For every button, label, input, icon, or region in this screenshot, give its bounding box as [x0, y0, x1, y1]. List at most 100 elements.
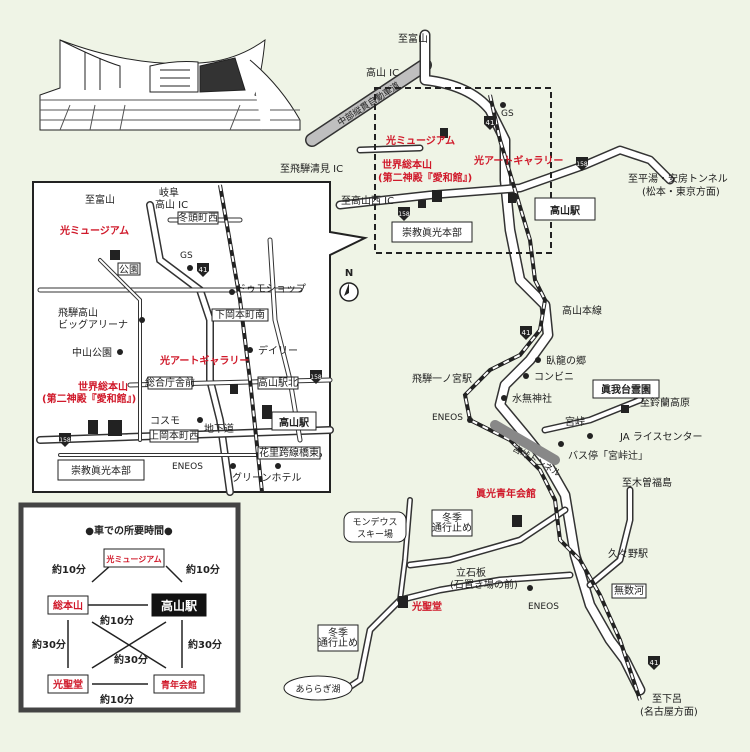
koseido-marker [398, 596, 408, 608]
inset-honbu-marker [88, 420, 98, 434]
route-41-shield: 41 [520, 326, 532, 340]
travel-time-panel: ●車での所要時間● 光ミュージアム 総本山 高山駅 光聖堂 青年会 [18, 502, 241, 713]
garyu-label: 臥龍の郷 [546, 354, 586, 367]
bus-stop-label: バス停「宮峠辻」 [568, 449, 648, 462]
inset-cosmo: コスモ [150, 416, 180, 427]
hida-ichinomiya-label: 飛騨一ノ宮駅 [412, 372, 472, 385]
takayama-station-marker [508, 193, 516, 203]
svg-text:高山駅: 高山駅 [279, 416, 310, 429]
route-158-shield: 158 [576, 157, 588, 171]
winter-closed-box-1: 冬季 通行止め [431, 509, 473, 537]
inset-sohonzan-marker [108, 420, 122, 436]
miyatoge-label: 宮峠 [565, 415, 585, 428]
svg-text:崇教眞光本部: 崇教眞光本部 [71, 464, 131, 477]
inset-eki-kita-box: 高山駅北 [257, 376, 299, 390]
miyatoge-tunnel [490, 420, 560, 465]
time-station-seinen: 約30分 [188, 638, 222, 651]
svg-text:通行止め: 通行止め [432, 521, 472, 534]
svg-text:総本山: 総本山 [53, 599, 83, 612]
inset-sogo-box: 総合庁舎前 [145, 376, 195, 390]
svg-text:冬季: 冬季 [328, 626, 348, 639]
ja-rice-label: JA ライスセンター [619, 431, 703, 443]
time-museum-station: 約10分 [186, 563, 220, 576]
route-41-road [419, 29, 646, 696]
svg-text:158: 158 [59, 437, 71, 444]
garyu-dot [535, 357, 541, 363]
koseido-label: 光聖堂 [411, 600, 442, 613]
tateishi-label: 立石板 [456, 566, 486, 579]
node-koseido: 光聖堂 [47, 674, 89, 694]
to-toyama-label: 至富山 [398, 32, 428, 45]
inset-gallery-label: 光アートギャラリー [159, 354, 249, 367]
inset-daily-dot [247, 347, 253, 353]
inset-fuyuto-box: 冬頭町西 [177, 211, 219, 225]
inset-to-toyama: 至富山 [85, 193, 115, 206]
inset-gallery-marker [230, 384, 238, 394]
travel-arrows [67, 565, 183, 685]
winter-closed-box-2: 冬季 通行止め [317, 624, 359, 652]
svg-text:冬頭町西: 冬頭町西 [178, 211, 218, 224]
eneos2-label: ENEOS [528, 602, 559, 612]
kisofukushima-label: 至木曽福島 [622, 476, 672, 489]
svg-text:公園: 公園 [119, 264, 139, 276]
hikari-museum-marker [440, 128, 448, 138]
hikari-museum-label: 光ミュージアム [385, 134, 455, 147]
svg-text:41: 41 [486, 119, 495, 127]
sohonzan-marker [432, 190, 442, 202]
inset-kamiokamoto-box: 上岡本町西 [149, 429, 199, 443]
sukyo-honbu-label: 崇教眞光本部 [402, 226, 462, 239]
araragi-box: あららぎ湖 [283, 675, 353, 701]
expressway-road [305, 58, 432, 147]
inset-arena-2: ビッグアリーナ [58, 318, 128, 331]
shingadai-label: 眞我台霊園 [601, 383, 651, 396]
suzuran-label: 至鈴蘭高原 [640, 396, 690, 409]
mukaku-box: 無数河 [611, 583, 647, 599]
route-158-shield: 158 [398, 207, 410, 221]
inset-gs-label: GS [180, 251, 193, 261]
to-hirayu-label: 至平湯・安房トンネル [628, 172, 728, 185]
inset-domo-dot [229, 289, 235, 295]
time-cross: 約30分 [114, 653, 148, 666]
svg-text:花里跨線橋東: 花里跨線橋東 [259, 446, 319, 459]
takayama-nishi-label: 至高山西 IC [341, 194, 394, 207]
convenience-label: コンビニ [534, 371, 574, 383]
svg-text:通行止め: 通行止め [318, 636, 358, 649]
inset-eneos: ENEOS [172, 462, 203, 472]
to-gero-label: 至下呂 [652, 693, 682, 705]
inset-route-158-shield: 158 [310, 370, 322, 384]
route-41-shield: 41 [648, 656, 660, 670]
inset-domo-label: ドゥモショップ [236, 283, 306, 295]
gs-dot [500, 102, 506, 108]
inset-park-dot [117, 349, 123, 355]
sekai-sub-label: (第二神殿『愛和館』) [378, 171, 472, 184]
mondeus-label: モンデウス [352, 516, 397, 528]
time-koseido-seinen: 約10分 [100, 693, 134, 706]
inset-gifu-1: 岐阜 [159, 186, 179, 199]
inset-daily: デイリー [258, 344, 298, 357]
time-sohonzan-museum: 約10分 [52, 563, 86, 576]
sukyo-honbu-marker [418, 200, 426, 208]
route-shields: 41 41 41 158 158 41 158 158 [59, 116, 660, 670]
time-sohonzan-koseido: 約30分 [32, 638, 66, 651]
araragi-label: あららぎ湖 [295, 683, 340, 695]
node-takayama-eki: 高山駅 [151, 593, 207, 617]
travel-title: ●車での所要時間● [85, 524, 173, 537]
eneos-dot [467, 417, 473, 423]
sukyo-honbu-box: 崇教眞光本部 [391, 221, 473, 243]
route-41-shield: 41 [484, 116, 496, 130]
inset-station-box: 高山駅 [271, 411, 317, 431]
svg-text:158: 158 [576, 161, 588, 168]
to-gero-sub-label: (名古屋方面) [640, 705, 698, 718]
art-gallery-label: 光アートギャラリー [473, 154, 563, 167]
mukaku-label: 無数河 [614, 584, 644, 597]
svg-text:41: 41 [650, 659, 659, 667]
ja-rice-dot [587, 433, 593, 439]
svg-text:上岡本町西: 上岡本町西 [149, 429, 199, 442]
node-museum: 光ミュージアム [103, 548, 165, 568]
inset-route-41-shield: 41 [197, 263, 209, 277]
svg-text:下岡本町南: 下岡本町南 [215, 308, 265, 321]
svg-text:青年会館: 青年会館 [161, 679, 197, 691]
main-markers [398, 102, 629, 608]
svg-text:光聖堂: 光聖堂 [52, 678, 83, 691]
svg-text:総合庁舎前: 総合庁舎前 [145, 376, 195, 389]
